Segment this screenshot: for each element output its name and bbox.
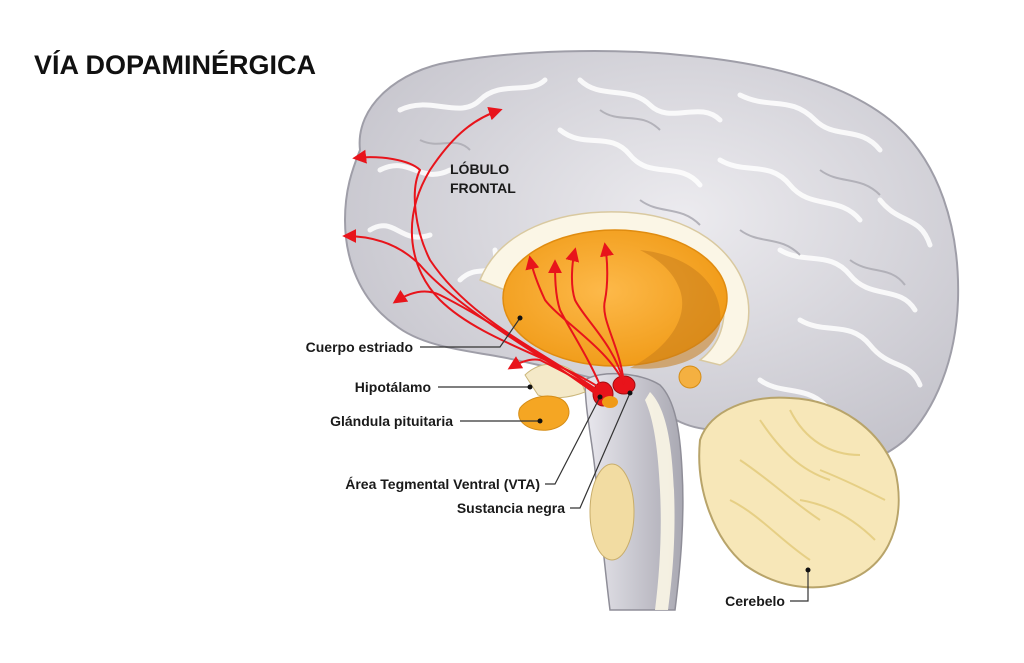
leader-substantia [570,392,631,509]
pituitary-shape [518,395,570,431]
pathway-striatum-4 [548,259,603,391]
leader-dot-striatum [517,315,523,321]
leader-dot-pituitary [537,418,543,424]
leader-striatum [420,317,521,348]
cerebellum [698,396,900,589]
diagram-title: VÍA DOPAMINÉRGICA [34,50,317,80]
cerebellum-folia [729,409,886,561]
substantia-nigra-nucleus [612,375,636,395]
pons [589,463,635,561]
dopamine-pathways [342,106,625,395]
label-substantia-nigra: Sustancia negra [457,500,565,516]
label-cerebellum: Cerebelo [725,593,785,609]
pathway-striatum-1 [525,255,625,385]
sulci-pattern [419,109,906,286]
leader-dot-cerebellum [805,567,811,573]
pathway-frontal-4 [392,289,597,395]
pineal-knob [678,365,702,389]
label-hypothalamus: Hipotálamo [355,379,431,395]
vta-orange [602,396,618,408]
leader-dot-vta [597,394,603,400]
frontal-lobe-label-line1: LÓBULO [450,160,509,177]
label-pituitary: Glándula pituitaria [330,413,453,429]
label-vta: Área Tegmental Ventral (VTA) [345,476,540,492]
pathway-frontal-3 [342,229,599,394]
pathway-striatum-3 [600,242,625,385]
leader-cerebellum [790,570,809,602]
leader-dot-substantia [627,390,633,396]
pathway-striatum-2 [565,247,625,385]
frontal-lobe-label-line2: FRONTAL [450,180,516,196]
striatum-shadow [630,250,721,369]
label-striatum: Cuerpo estriado [306,339,413,355]
fourth-ventricle [645,392,675,610]
pathway-frontal-2 [352,149,601,393]
leader-vta [545,396,601,485]
leader-dot-hypothalamus [527,384,533,390]
gyri-pattern [367,77,933,408]
pathway-limbic [507,356,601,394]
